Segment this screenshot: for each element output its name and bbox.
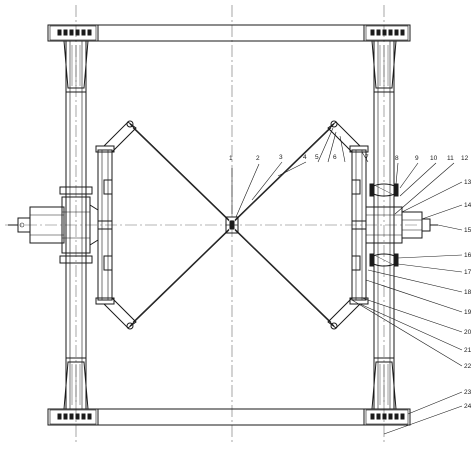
right-actuator	[401, 211, 438, 239]
bowtie-cables	[129, 123, 335, 327]
callout-12: 12	[461, 155, 469, 162]
callout-18: 18	[464, 289, 472, 296]
top-beam	[47, 24, 411, 42]
center-lines	[5, 5, 420, 444]
callout-22: 22	[464, 363, 472, 370]
callout-24: 24	[464, 403, 472, 410]
callout-16: 16	[464, 252, 472, 259]
callout-13: 13	[464, 179, 472, 186]
bolt-row-bottom-right	[370, 413, 405, 420]
right-clamp	[369, 183, 399, 267]
callout-9: 9	[415, 155, 419, 162]
callout-10: 10	[430, 155, 438, 162]
callout-21: 21	[464, 347, 472, 354]
left-column	[59, 40, 93, 410]
callout-17: 17	[464, 269, 472, 276]
center-node	[225, 216, 239, 234]
bottom-beam	[47, 408, 411, 426]
callout-1: 1	[229, 155, 233, 162]
left-linkage	[95, 120, 137, 330]
leader-lines	[231, 127, 463, 435]
callout-3: 3	[279, 154, 283, 161]
callout-15: 15	[464, 227, 472, 234]
left-actuator	[8, 196, 112, 254]
callout-11: 11	[447, 155, 454, 162]
callout-5: 5	[315, 154, 319, 161]
callout-4: 4	[303, 154, 307, 161]
bolt-row-top-left	[57, 29, 92, 36]
bolt-row-bottom-left	[57, 413, 92, 420]
callout-20: 20	[464, 329, 472, 336]
callout-labels: 1 2 3 4 5 6 7 8 9 10 11 12 13 14 15 16 1…	[229, 154, 472, 410]
bolt-row-top-right	[370, 29, 405, 36]
callout-14: 14	[464, 202, 472, 209]
right-column	[365, 40, 403, 410]
callout-6: 6	[333, 154, 337, 161]
callout-7: 7	[365, 154, 369, 161]
callout-2: 2	[256, 155, 260, 162]
callout-23: 23	[464, 389, 472, 396]
callout-8: 8	[395, 155, 399, 162]
callout-19: 19	[464, 309, 472, 316]
